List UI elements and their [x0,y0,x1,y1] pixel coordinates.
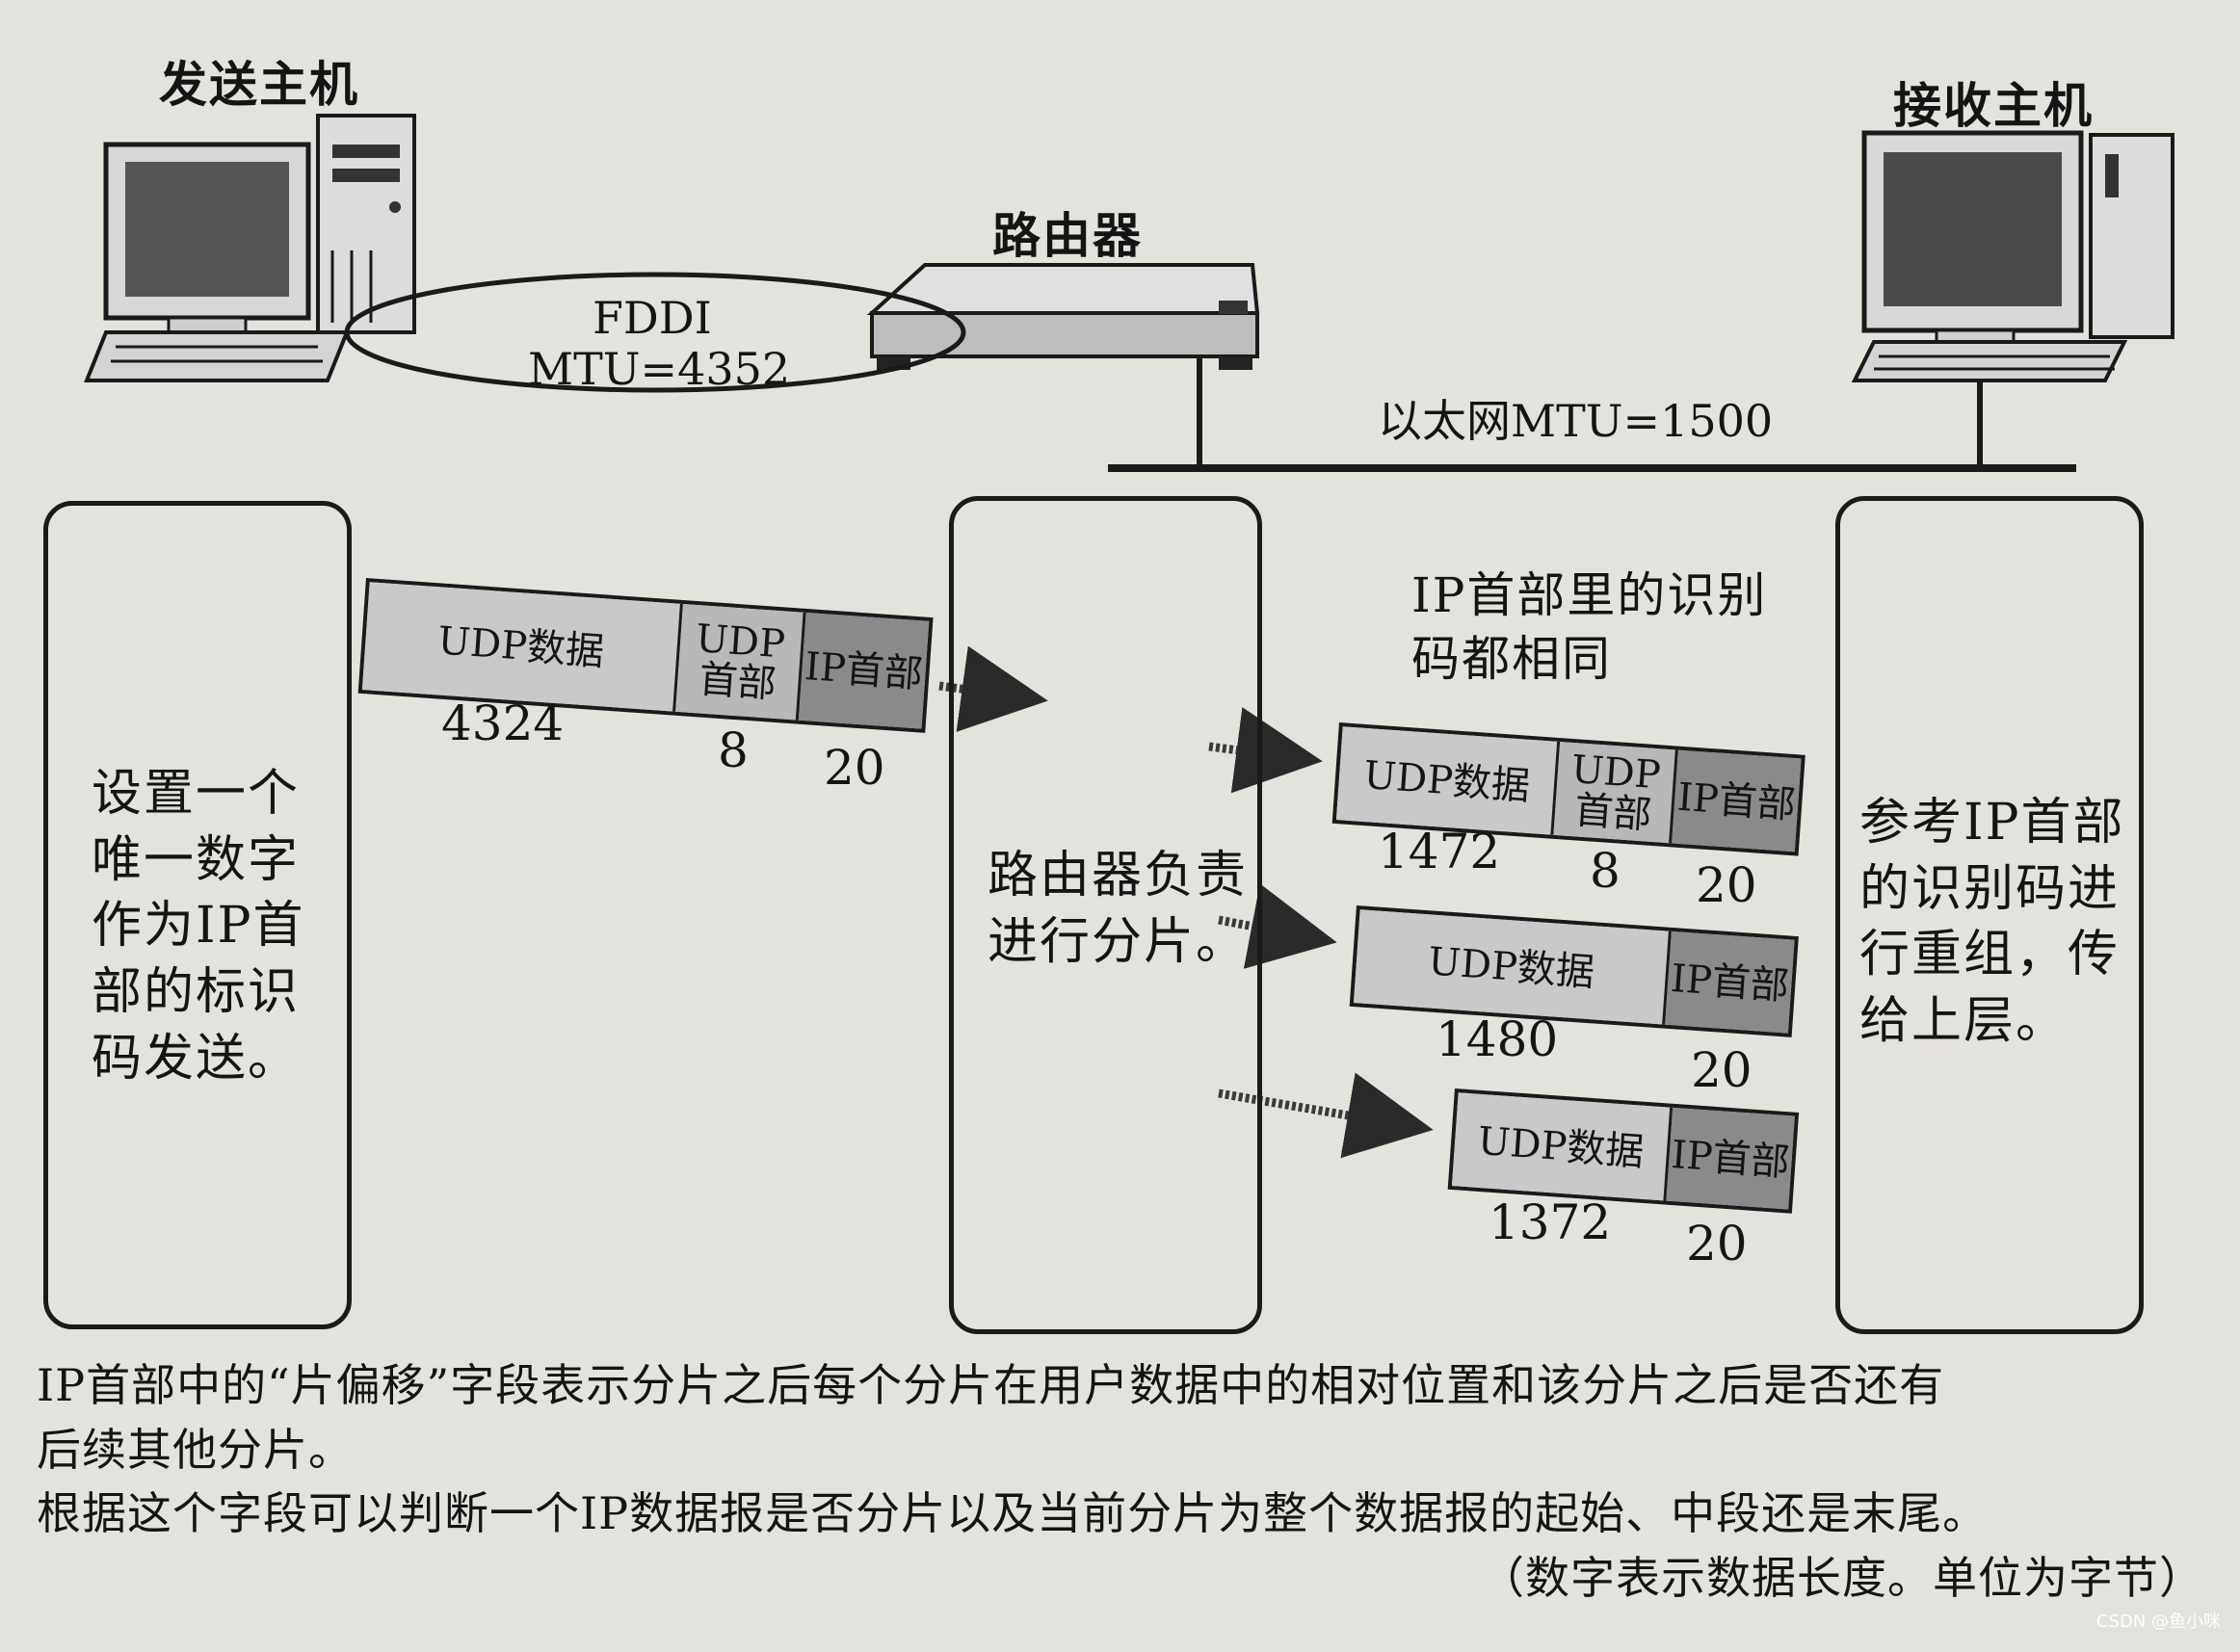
watermark: CSDN @鱼小咪 [2095,1612,2221,1632]
fragment-1-ip-header-size: 20 [1696,857,1757,913]
router-icon [866,263,1260,370]
fragment-1-udp-header-segment: UDP首部 [1553,742,1679,844]
fddi-mtu-label: MTU=4352 [528,343,791,395]
receiver-title: 接收主机 [1893,77,2094,134]
original-ip-header-size: 20 [824,740,885,796]
udp-data-segment: UDP数据 [361,582,683,712]
sender-title: 发送主机 [159,56,359,113]
router-panel: 路由器负责进行分片。 [949,496,1262,1334]
fragment-1-data-size: 1472 [1378,824,1501,879]
fragment-1-ip-header-segment: IP首部 [1672,749,1802,852]
sender-panel: 设置一个唯一数字作为IP首部的标识码发送。 [43,501,352,1329]
ethernet-bus [1108,358,2076,472]
fragment-2-data-segment: UDP数据 [1353,909,1673,1025]
original-udp-header-size: 8 [718,722,749,778]
fragment-1-udp-header-size: 8 [1590,843,1621,899]
fragment-1-data-segment: UDP数据 [1335,726,1561,835]
caption-line-2: 后续其他分片。 [37,1423,354,1476]
sender-computer-icon [84,114,416,382]
receiver-computer-icon [1851,130,2174,382]
fragment-2-ip-header-size: 20 [1691,1042,1752,1098]
fragment-3-data-size: 1372 [1489,1194,1612,1250]
udp-header-segment: UDP首部 [674,603,806,721]
router-panel-text: 路由器负责进行分片。 [988,847,1249,971]
fragment-3-data-segment: UDP数据 [1451,1092,1673,1201]
sender-panel-text: 设置一个唯一数字作为IP首部的标识码发送。 [92,765,305,1088]
caption: IP首部中的“片偏移”字段表示分片之后每个分片在用户数据中的相对位置和该分片之后… [37,1353,2214,1611]
fragment-3-ip-header-size: 20 [1686,1216,1748,1272]
caption-line-1: IP首部中的“片偏移”字段表示分片之后每个分片在用户数据中的相对位置和该分片之后… [37,1359,1945,1411]
ip-header-segment: IP首部 [798,612,930,729]
identification-note: IP首部里的识别码都相同 [1411,567,1768,687]
ethernet-mtu-label: 以太网MTU=1500 [1378,395,1774,447]
receiver-panel: 参考IP首部的识别码进行重组，传给上层。 [1835,496,2144,1334]
fragment-2-data-size: 1480 [1436,1011,1559,1067]
fddi-name-label: FDDI [593,292,712,344]
fragment-3-ip-header-segment: IP首部 [1666,1107,1795,1210]
caption-line-3: 根据这个字段可以判断一个IP数据报是否分片以及当前分片为整个数据报的起始、中段还… [37,1487,1989,1540]
original-data-size: 4324 [441,695,565,751]
fddi-ring [344,272,966,393]
fragment-2-ip-header-segment: IP首部 [1665,931,1795,1034]
router-title: 路由器 [992,207,1143,264]
receiver-panel-text: 参考IP首部的识别码进行重组，传给上层。 [1859,794,2125,1050]
caption-line-4: （数字表示数据长度。单位为字节） [1480,1552,2204,1605]
